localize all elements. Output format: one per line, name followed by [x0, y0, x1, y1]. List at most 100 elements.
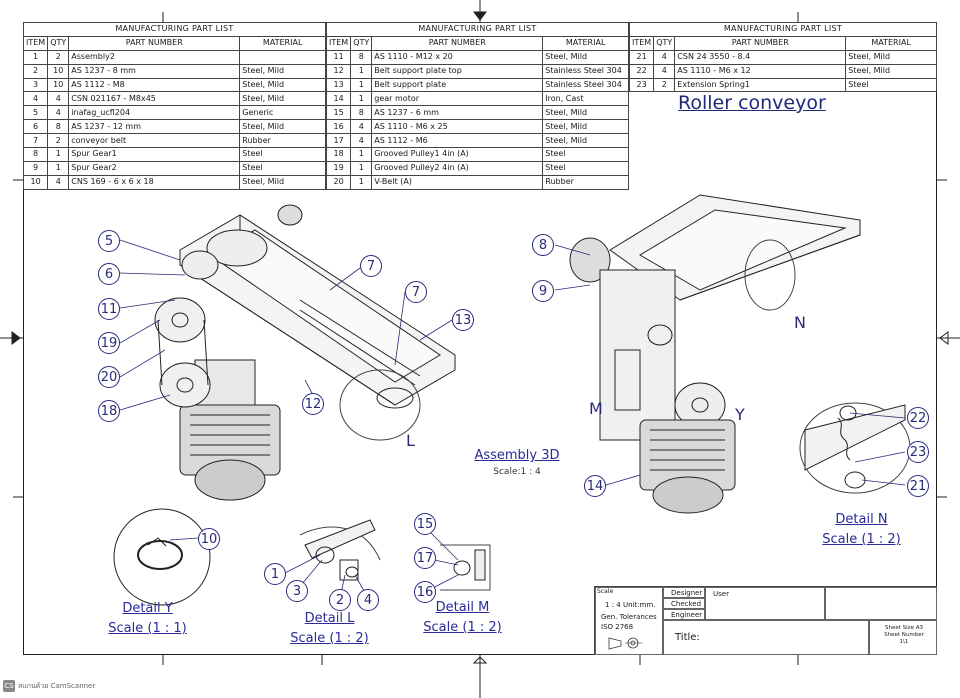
balloon-10: 10	[198, 528, 220, 550]
balloon-5: 5	[98, 230, 120, 252]
detail-l-scale: Scale (1 : 2)	[290, 631, 369, 646]
balloon-12: 12	[302, 393, 324, 415]
detail-m-scale: Scale (1 : 2)	[423, 620, 502, 635]
cell-qty: 4	[350, 119, 373, 135]
detail-l-label: Detail L Scale (1 : 2)	[282, 609, 377, 649]
balloon-9: 9	[532, 280, 554, 302]
engineer-label: Engineer	[671, 611, 703, 619]
cell-qty: 1	[47, 147, 70, 162]
assembly-3d-label: Assembly 3D Scale:1 : 4	[472, 446, 562, 478]
detail-y-scale: Scale (1 : 1)	[108, 621, 187, 636]
scale-value: 1 : 4 Unit:mm.	[605, 601, 656, 609]
balloon-2: 2	[329, 589, 351, 611]
cell-material: Steel, Mild	[239, 174, 326, 190]
detail-y-title: Detail Y	[122, 601, 173, 616]
title-label: Title:	[675, 632, 700, 643]
balloon-11: 11	[98, 298, 120, 320]
parts-list-table-1: MANUFACTURING PART LIST ITEM QTY PART NU…	[22, 22, 326, 190]
scanner-text: สแกนด้วย CamScanner	[18, 681, 96, 690]
view-letter-m: M	[589, 399, 603, 418]
detail-y-label: Detail Y Scale (1 : 1)	[100, 599, 195, 639]
balloon-14: 14	[584, 475, 606, 497]
cell-material: Steel	[542, 160, 629, 176]
balloon-1: 1	[264, 563, 286, 585]
checked-label: Checked	[671, 600, 702, 608]
assembly-scale: Scale:1 : 4	[493, 467, 541, 477]
balloon-18: 18	[98, 400, 120, 422]
detail-m-title: Detail M	[435, 600, 490, 615]
tolerances-label: Gen. Tolerances	[601, 613, 657, 621]
sheet-number-label: Sheet Number	[884, 632, 924, 638]
balloon-8: 8	[532, 234, 554, 256]
designer-label: Designer	[671, 589, 703, 597]
balloon-19: 19	[98, 332, 120, 354]
parts-list-table-2: MANUFACTURING PART LIST ITEM QTY PART NU…	[325, 22, 629, 190]
cell-part-number: V-Belt (A)	[371, 174, 544, 190]
balloon-3: 3	[286, 580, 308, 602]
detail-m-label: Detail M Scale (1 : 2)	[415, 598, 510, 638]
balloon-21: 21	[907, 475, 929, 497]
cell-part-number: Extension Spring1	[674, 77, 847, 93]
parts-list-table-3: MANUFACTURING PART LIST ITEM QTY PART NU…	[628, 22, 937, 93]
sheet-number: 1\1	[899, 639, 909, 645]
cell-item: 10	[22, 174, 49, 190]
cell-item: 20	[325, 174, 352, 190]
balloon-15: 15	[414, 513, 436, 535]
view-letter-l: L	[406, 431, 415, 450]
balloon-20: 20	[98, 366, 120, 388]
detail-n-view	[799, 402, 911, 494]
balloon-4: 4	[357, 589, 379, 611]
cell-qty: 2	[653, 77, 676, 93]
iso-label: ISO 2768	[601, 623, 634, 631]
scale-label: Scale	[597, 588, 614, 595]
balloon-7a: 7	[360, 255, 382, 277]
detail-m-view	[440, 544, 491, 591]
right-conveyor-frame	[569, 194, 861, 514]
balloon-22: 22	[907, 407, 929, 429]
scanner-watermark: CS สแกนด้วย CamScanner	[3, 680, 95, 692]
col-item: ITEM	[628, 35, 655, 51]
detail-l-title: Detail L	[304, 611, 355, 626]
camscanner-logo: CS	[3, 680, 15, 692]
cell-qty: 10	[47, 63, 70, 79]
balloon-13: 13	[452, 309, 474, 331]
left-conveyor-frame	[154, 204, 456, 501]
detail-n-label: Detail N Scale (1 : 2)	[814, 510, 909, 550]
col-qty: QTY	[350, 35, 373, 51]
detail-n-scale: Scale (1 : 2)	[822, 532, 901, 547]
cell-material: Steel, Mild	[239, 91, 326, 107]
assembly-3d-title: Assembly 3D	[474, 448, 560, 463]
drawing-title: Roller conveyor	[678, 92, 826, 114]
cell-item: 23	[628, 77, 655, 93]
cell-qty: 4	[47, 174, 70, 190]
title-block: Scale 1 : 4 Unit:mm. Gen. Tolerances ISO…	[594, 586, 937, 655]
cell-qty: 8	[350, 49, 373, 65]
balloon-17: 17	[414, 547, 436, 569]
cell-qty: 1	[350, 174, 373, 190]
balloon-6: 6	[98, 263, 120, 285]
projection-symbol-icon	[608, 637, 643, 650]
designer-value: User	[713, 590, 729, 598]
balloon-23: 23	[907, 441, 929, 463]
view-letter-n: N	[794, 313, 806, 332]
cell-material: Steel	[845, 77, 937, 93]
cell-material: Rubber	[542, 174, 629, 190]
cell-part-number: CNS 169 - 6 x 6 x 18	[68, 174, 241, 190]
detail-y-view	[113, 508, 211, 606]
detail-n-title: Detail N	[835, 512, 888, 527]
